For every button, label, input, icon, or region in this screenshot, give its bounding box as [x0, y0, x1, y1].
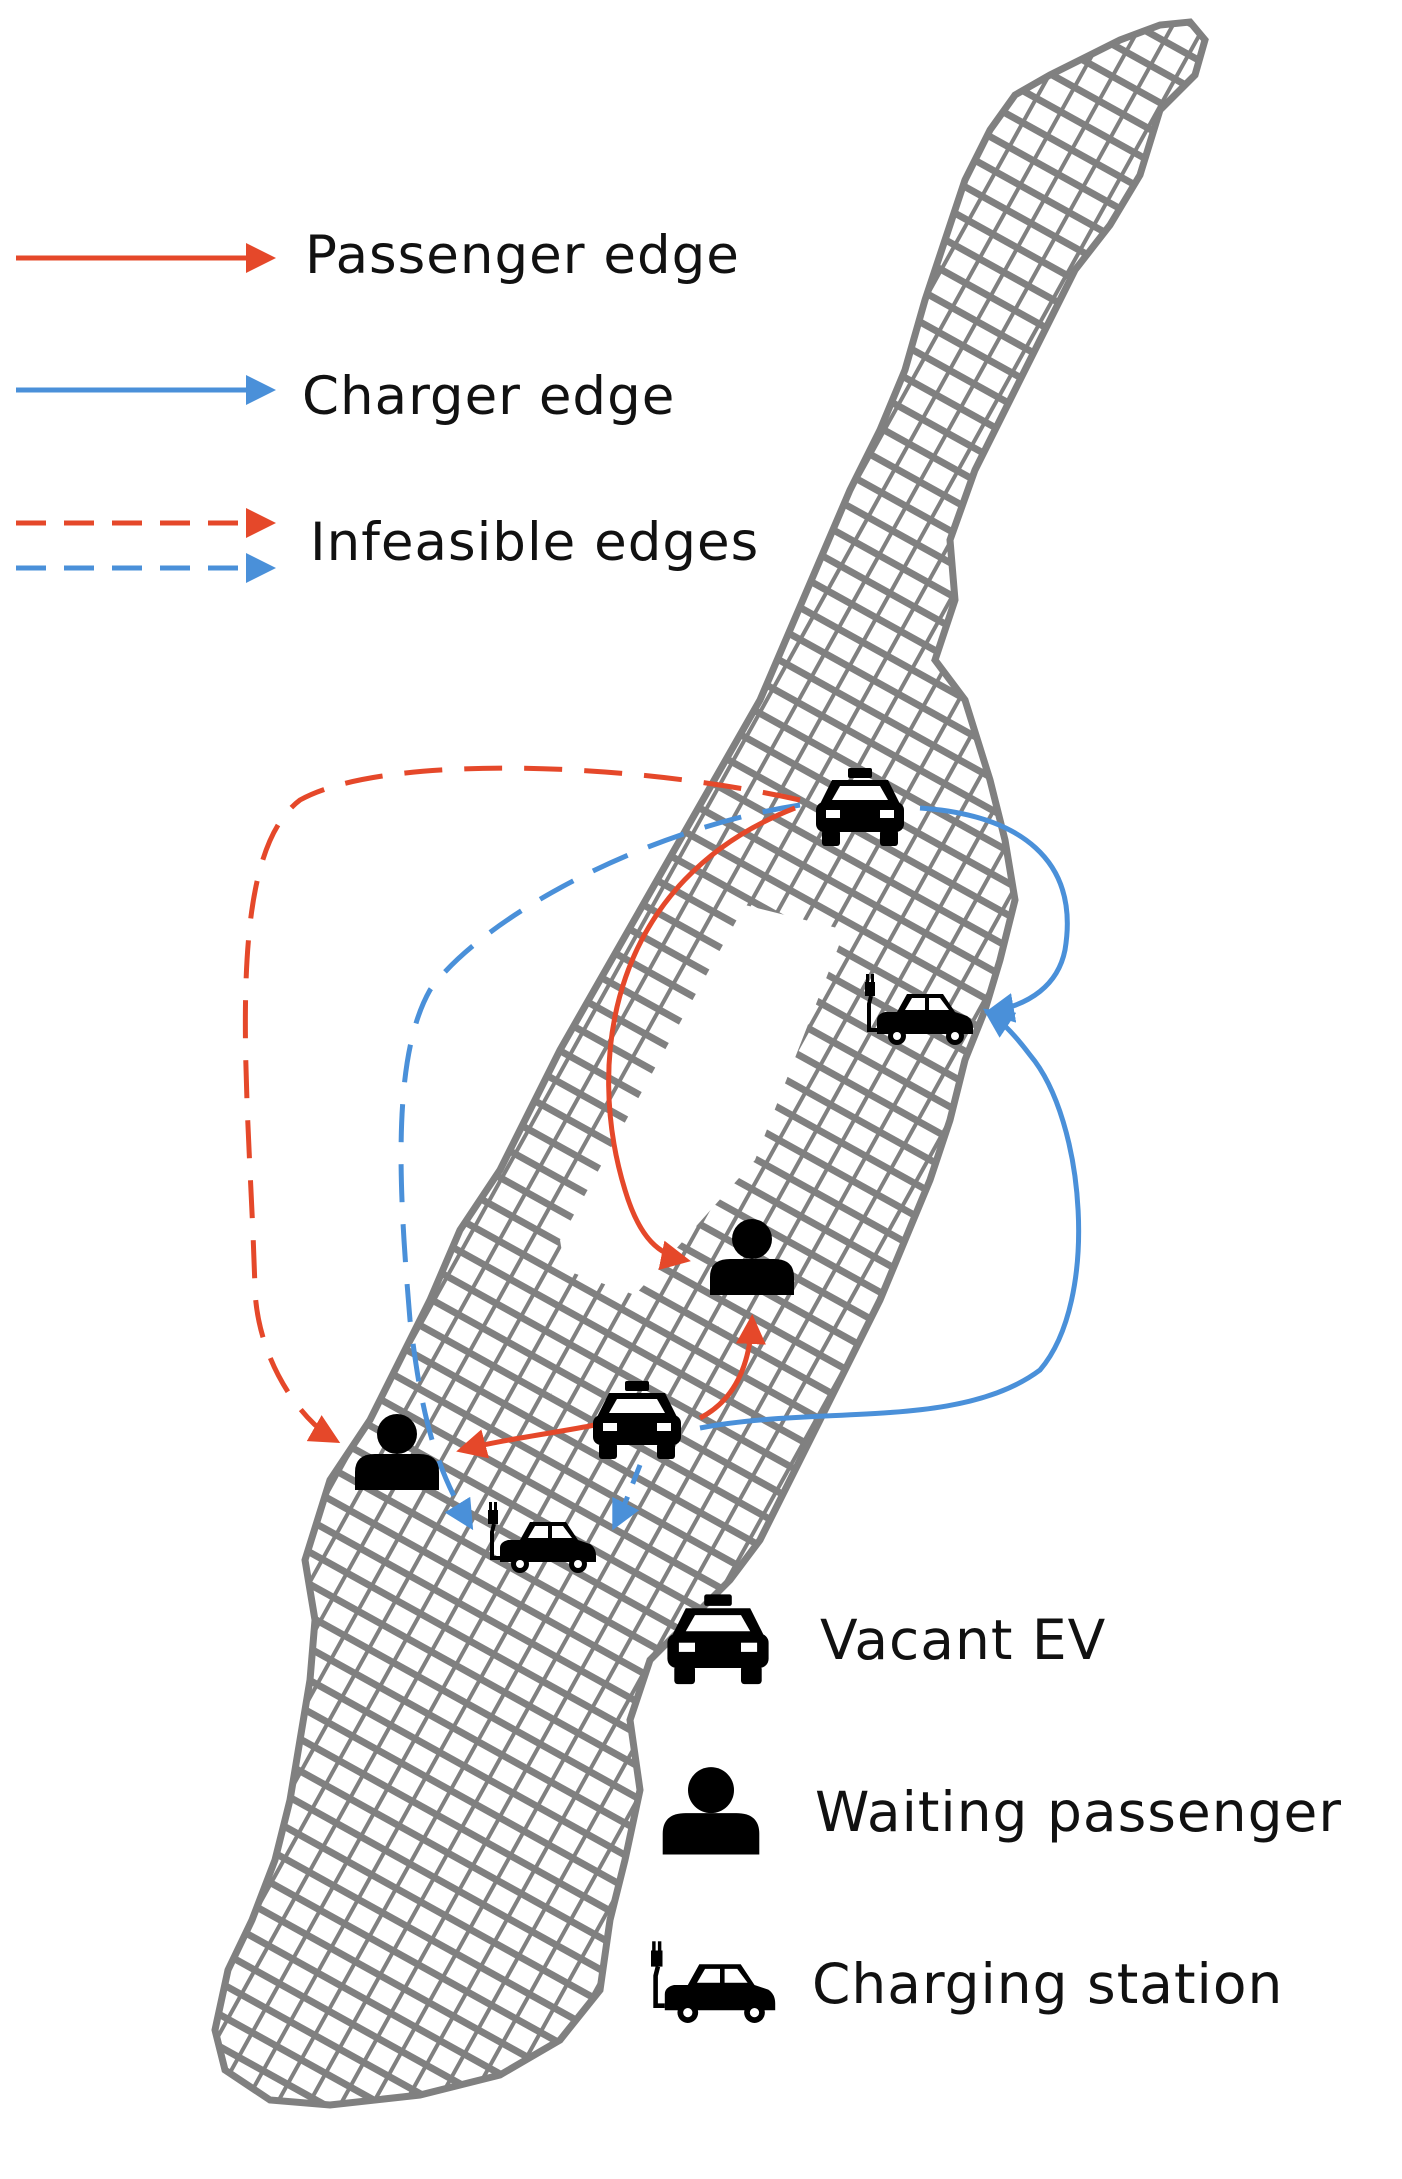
- infeasible-charger-edge: [398, 802, 801, 1531]
- infeasible-edges-label: Infeasible edges: [310, 512, 760, 573]
- charger-edge-1: [919, 805, 1070, 1023]
- passenger-edge-2: [456, 1422, 596, 1459]
- vacant-ev-label: Vacant EV: [820, 1608, 1107, 1672]
- infeasible-charger-edge-2: [612, 1464, 643, 1531]
- charging-station-label: Charging station: [812, 1952, 1284, 2016]
- charger-edge-label: Charger edge: [302, 366, 676, 427]
- ev-charger-icon: [651, 1941, 775, 2023]
- charger-edge-2: [699, 1008, 1082, 1431]
- legend-top: [16, 243, 276, 583]
- legend-bottom-icons: [651, 1594, 775, 2023]
- person-icon: [662, 1767, 760, 1855]
- passenger-edge-label: Passenger edge: [305, 225, 740, 286]
- graph-edges: [242, 765, 1082, 1531]
- passenger-edge-1: [606, 805, 796, 1270]
- passenger-edge-3: [698, 1314, 766, 1421]
- waiting-passenger-label: Waiting passenger: [815, 1780, 1342, 1844]
- infeasible-passenger-edge: [242, 765, 801, 1443]
